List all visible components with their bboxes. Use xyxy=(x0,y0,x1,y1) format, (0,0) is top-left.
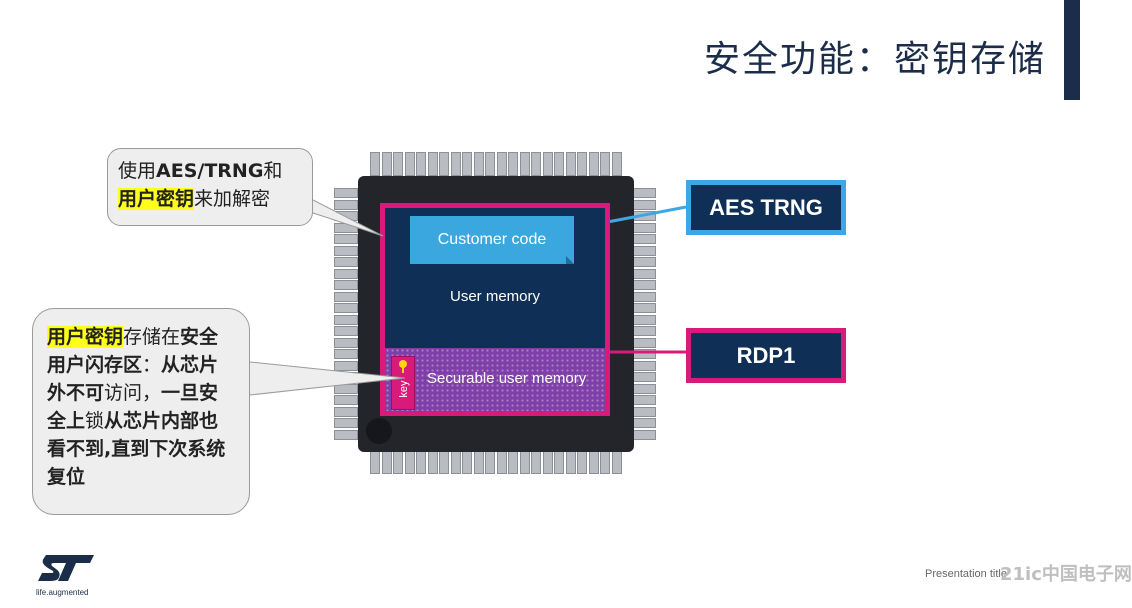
footer-presentation-title: Presentation title xyxy=(925,568,1007,580)
customer-code-label: Customer code xyxy=(437,231,547,248)
chip-pin xyxy=(404,152,415,176)
callout2-text1: 存储在 xyxy=(123,326,181,348)
callout-key-storage: 用户密钥存储在安全用户闪存区：从芯片外不可访问，一旦安全上锁从芯片内部也看不到,… xyxy=(32,308,250,515)
title-accent-bar xyxy=(1064,0,1080,100)
chip-pin xyxy=(485,152,495,176)
securable-memory-label: Securable user memory xyxy=(427,370,587,387)
chip-pin xyxy=(462,152,472,176)
chip-pin xyxy=(334,188,358,198)
chip-pin xyxy=(334,234,358,244)
callout2-bold2: 从芯片外不可 xyxy=(47,354,219,404)
chip-pin xyxy=(334,429,358,440)
chip-pin xyxy=(334,268,358,279)
callout2-bold4: 从芯片内部也看不到,直到下次系统复位 xyxy=(47,410,226,488)
chip-pin xyxy=(370,152,380,176)
aes-trng-box: AES TRNG xyxy=(686,180,846,235)
callout2-highlight: 用户密钥 xyxy=(47,326,124,348)
callout1-highlight: 用户密钥 xyxy=(118,188,195,210)
watermark: 21ic中国电子网 xyxy=(1000,564,1132,585)
callout2-text2: ： xyxy=(142,354,162,376)
chip-pin xyxy=(334,360,358,371)
callout1-suffix: 来加解密 xyxy=(194,188,271,210)
st-logo-icon xyxy=(38,555,94,581)
callout1-mid: 和 xyxy=(263,160,283,182)
callout2-bold1: 安全用户闪存区 xyxy=(47,326,219,376)
chip-pin xyxy=(600,152,610,176)
key-icon xyxy=(399,360,407,373)
chip-pin xyxy=(334,199,358,210)
chip-pin xyxy=(334,257,358,267)
chip-pin xyxy=(334,337,358,348)
chip-pin xyxy=(508,152,518,176)
chip-pin xyxy=(334,406,358,417)
callout2-text4: 锁 xyxy=(85,410,105,432)
chip-pin xyxy=(334,291,358,302)
chip-pin xyxy=(519,152,530,176)
aes-trng-label: AES TRNG xyxy=(709,194,823,220)
chip-pin xyxy=(531,152,541,176)
logo-tagline: life.augmented xyxy=(36,588,89,597)
chip-pin xyxy=(334,395,358,405)
chip-pin xyxy=(334,245,358,256)
chip-pin xyxy=(496,152,507,176)
customer-code-block: Customer code xyxy=(410,216,574,264)
chip-pin xyxy=(554,152,564,176)
rdp1-label: RDP1 xyxy=(736,342,796,368)
chip-pin xyxy=(334,349,358,359)
callout1-bold: AES/TRNG xyxy=(156,160,264,182)
rdp1-box: RDP1 xyxy=(686,328,846,383)
user-memory-label: User memory xyxy=(449,288,540,305)
chip-pin xyxy=(450,152,461,176)
chip-pin xyxy=(611,152,622,176)
slide-title: 安全功能：密钥存储 xyxy=(703,39,1046,80)
chip-pin xyxy=(393,152,403,176)
chip-pin xyxy=(427,152,438,176)
chip-pin xyxy=(565,152,576,176)
flash-memory-frame: Customer code User memory key Securable … xyxy=(380,203,610,416)
chip-pin xyxy=(542,152,553,176)
callout1-prefix: 使用 xyxy=(118,160,157,182)
chip-pin xyxy=(439,152,449,176)
chip-pin xyxy=(334,418,358,428)
chip-pin xyxy=(334,303,358,313)
chip-pin xyxy=(416,152,426,176)
chip-pin xyxy=(381,152,392,176)
securable-memory-region: key Securable user memory xyxy=(385,348,605,411)
callout-encryption: 使用AES/TRNG和 用户密钥来加解密 xyxy=(107,148,313,226)
chip-pin xyxy=(334,326,358,336)
user-memory-region: Customer code User memory xyxy=(385,208,605,343)
chip-pin xyxy=(334,314,358,325)
chip-pin xyxy=(334,280,358,290)
key-block: key xyxy=(391,356,415,410)
callout2-bold3: 一旦安全上 xyxy=(47,382,219,432)
chip-pin xyxy=(588,152,599,176)
callout2-tail xyxy=(237,350,406,396)
chip-pin xyxy=(577,152,587,176)
pin1-marker xyxy=(366,418,392,444)
callout-tails xyxy=(237,189,406,396)
callout2-text3: 访问， xyxy=(104,382,162,404)
chip-pin xyxy=(473,152,484,176)
